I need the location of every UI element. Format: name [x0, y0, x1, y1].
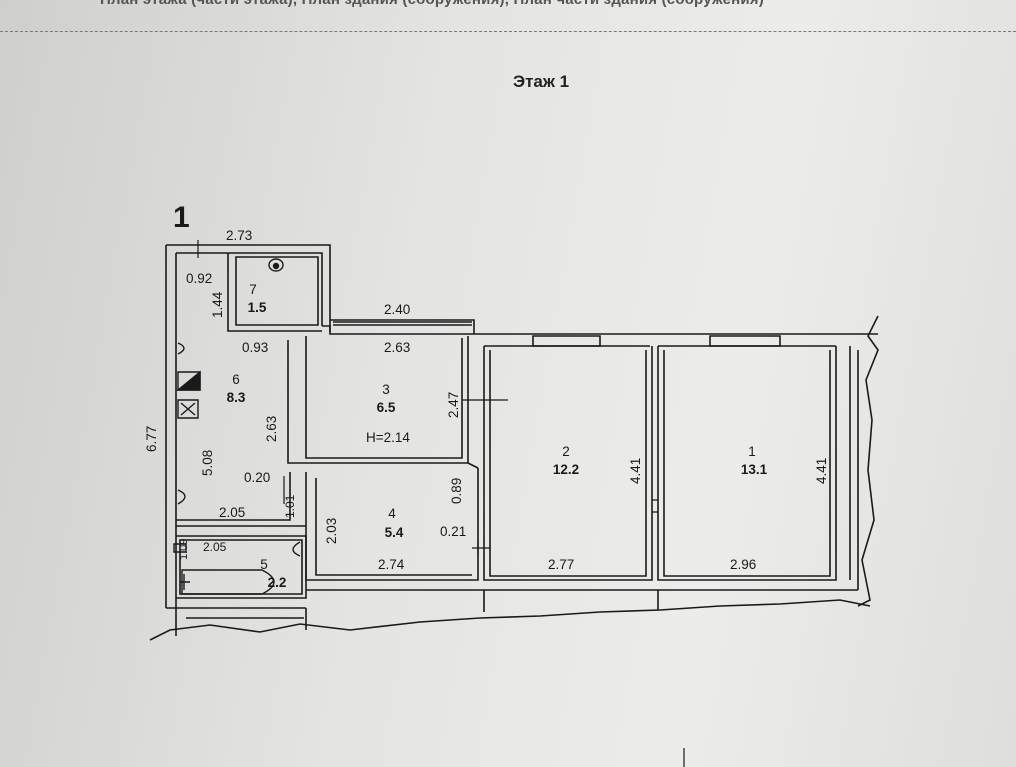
room-4-walls-inner [315, 478, 472, 576]
toilet-icon [268, 258, 284, 272]
room-3-walls-inner [305, 336, 463, 459]
break-line-right [857, 315, 879, 607]
stove-fill-icon [176, 370, 201, 391]
room-7-walls-inner [235, 256, 319, 326]
room-7-number: 7 [249, 282, 257, 297]
outer-wall-top-left [166, 244, 331, 332]
room-2-walls [483, 346, 653, 581]
bathtub-tap-icon [180, 574, 190, 590]
fixtures [173, 258, 301, 595]
dim-0-92: 0.92 [186, 271, 212, 286]
dim-0-20: 0.20 [244, 470, 270, 485]
wall-mark-icon [173, 543, 187, 553]
wall-top-room-3 [330, 319, 475, 334]
bottom-break-line [149, 599, 871, 641]
tick-0-21 [472, 540, 490, 556]
dim-1-44: 1.44 [210, 291, 225, 318]
dim-1-09: 1.09 [178, 539, 190, 560]
dim-2-40: 2.40 [384, 302, 410, 317]
room-1-area: 13.1 [741, 462, 768, 477]
room-labels: 7 1.5 6 8.3 3 6.5 H=2.14 4 5.4 2 12.2 1 … [227, 282, 768, 590]
walls [149, 244, 879, 641]
dim-6-77: 6.77 [144, 426, 159, 452]
document-header: План этажа (части этажа), План здания (с… [100, 0, 1010, 8]
dimension-ticks [197, 240, 685, 767]
corridor-bottom-wall [176, 472, 291, 521]
floor-title: Этаж 1 [513, 72, 570, 91]
room-2-number: 2 [562, 444, 570, 459]
outer-wall-bottom [166, 598, 306, 609]
room-4-area: 5.4 [385, 525, 404, 540]
lower-ghost-wall [175, 608, 307, 636]
dim-4-41-room-1: 4.41 [814, 458, 829, 484]
wall-top-room-3-inner [322, 325, 474, 335]
room-7-walls [227, 253, 322, 332]
room-3-number: 3 [382, 382, 390, 397]
room-7-area: 1.5 [248, 300, 267, 315]
plan-number: 1 [173, 201, 190, 234]
dim-4-41-room-2: 4.41 [628, 458, 643, 484]
room-6-number: 6 [232, 372, 240, 387]
dim-2-73: 2.73 [226, 228, 252, 243]
bathtub-icon [181, 569, 275, 595]
toilet-bowl-icon [272, 262, 280, 270]
header-divider [0, 31, 1016, 32]
room-2-area: 12.2 [553, 462, 579, 477]
room-6-area: 8.3 [227, 390, 246, 405]
dim-0-89: 0.89 [449, 478, 464, 504]
window-room-2 [532, 335, 601, 347]
outer-wall-bottom-right [306, 589, 858, 612]
neighbour-wall [849, 346, 859, 590]
dim-2-47: 2.47 [446, 392, 461, 418]
dim-1-01: 1.01 [283, 494, 297, 518]
dim-5-08: 5.08 [200, 450, 215, 476]
room-5-area: 2.2 [268, 575, 287, 590]
room-4-number: 4 [388, 506, 396, 521]
room-1-walls [657, 346, 837, 581]
room-5-walls-inner [179, 539, 303, 595]
outer-wall-top-left-inner [176, 252, 323, 326]
dim-2-63-horizontal: 2.63 [384, 340, 410, 355]
room-2-walls-inner [489, 350, 647, 577]
dim-2-63-vertical: 2.63 [264, 416, 279, 442]
room-5-walls [176, 535, 307, 599]
dim-2-77: 2.77 [548, 557, 574, 572]
dim-2-96: 2.96 [730, 557, 756, 572]
dim-2-05-bath: 2.05 [203, 540, 227, 554]
dim-0-93: 0.93 [242, 340, 268, 355]
window-room-1 [709, 335, 781, 347]
appliance-icon [177, 399, 199, 419]
room-3-height: H=2.14 [366, 430, 410, 445]
room-1-number: 1 [748, 444, 756, 459]
room-1-walls-inner [663, 350, 831, 577]
window-top-room-3 [333, 321, 472, 326]
dim-0-21: 0.21 [440, 524, 466, 539]
room-4-door [467, 462, 479, 469]
room-5-number: 5 [260, 557, 268, 572]
dim-2-74: 2.74 [378, 557, 405, 572]
tick-room-2-1 [652, 499, 658, 513]
dimension-labels: 2.73 0.92 1.44 0.93 6.77 5.08 2.63 0.20 … [144, 228, 829, 572]
door-swing-icon [177, 489, 186, 505]
bath-sink-icon [292, 541, 301, 557]
sink-icon [177, 342, 185, 355]
room-3-area: 6.5 [377, 400, 396, 415]
dim-2-05-corridor: 2.05 [219, 505, 245, 520]
dim-2-03: 2.03 [324, 518, 339, 544]
